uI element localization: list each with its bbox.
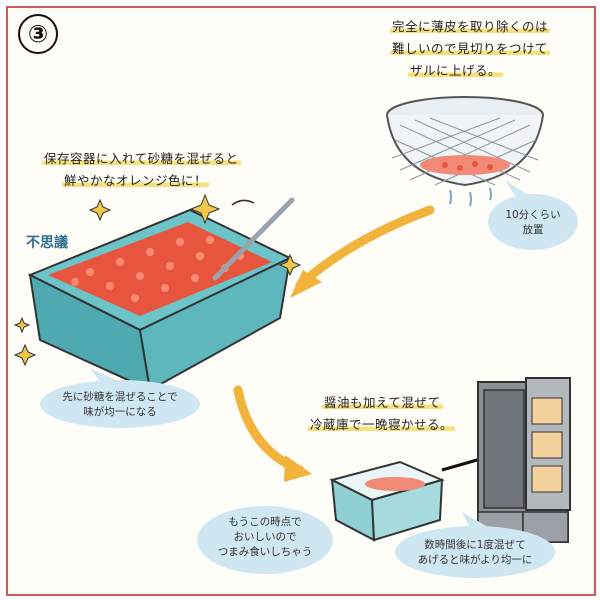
bubble-mix-line2: あげると味がより均一に xyxy=(417,554,533,566)
bubble-mix-line1: 数時間後に1度混ぜて xyxy=(424,539,526,551)
bubble-sugar-shape xyxy=(40,380,200,428)
bubble-tasty-line3: つまみ食いしちゃう xyxy=(217,546,313,558)
stamp-fushigi: 不思議 xyxy=(26,235,68,251)
bowl-illustration xyxy=(27,197,295,392)
caption-fridge-line1: 醤油も加えて混ぜて xyxy=(322,395,443,410)
bubble-tasty-line2: おいしいので xyxy=(233,531,297,543)
bubble-sugar-line2: 味が均一になる xyxy=(83,406,157,418)
caption-fridge-line2: 冷蔵庫で一晩寝かせる。 xyxy=(308,417,456,432)
arrow-head-2 xyxy=(284,455,312,482)
container-illustration xyxy=(329,460,445,542)
step-number-badge: ③ xyxy=(18,14,58,54)
bubble-wait-line2: 放置 xyxy=(522,224,544,236)
bubble-mix-shape xyxy=(395,526,555,578)
caption-strainer-line2: 難しいので見切りをつけて xyxy=(390,41,551,56)
bubble-wait-shape xyxy=(488,194,578,250)
bubble-wait-line1: 10分くらい xyxy=(505,209,561,221)
bubble-tasty-shape xyxy=(197,506,333,574)
strainer-illustration xyxy=(386,96,544,207)
arrow-strainer-to-bowl xyxy=(295,205,435,290)
arrow-head-1 xyxy=(290,270,322,298)
caption-bowl-line1: 保存容器に入れて砂糖を混ぜると xyxy=(42,151,241,166)
sparkle-icons xyxy=(13,193,302,367)
caption-strainer-line1: 完全に薄皮を取り除くのは xyxy=(390,19,551,34)
bubble-sugar-line1: 先に砂糖を混ぜることで xyxy=(62,391,178,403)
fridge-illustration xyxy=(477,377,571,543)
bubble-tasty-line1: もうこの時点で xyxy=(228,516,302,528)
caption-strainer-line3: ザルに上げる。 xyxy=(408,63,504,78)
caption-bowl-line2: 鮮やかなオレンジ色に！ xyxy=(62,173,210,188)
arrow-bowl-to-container xyxy=(233,385,305,475)
